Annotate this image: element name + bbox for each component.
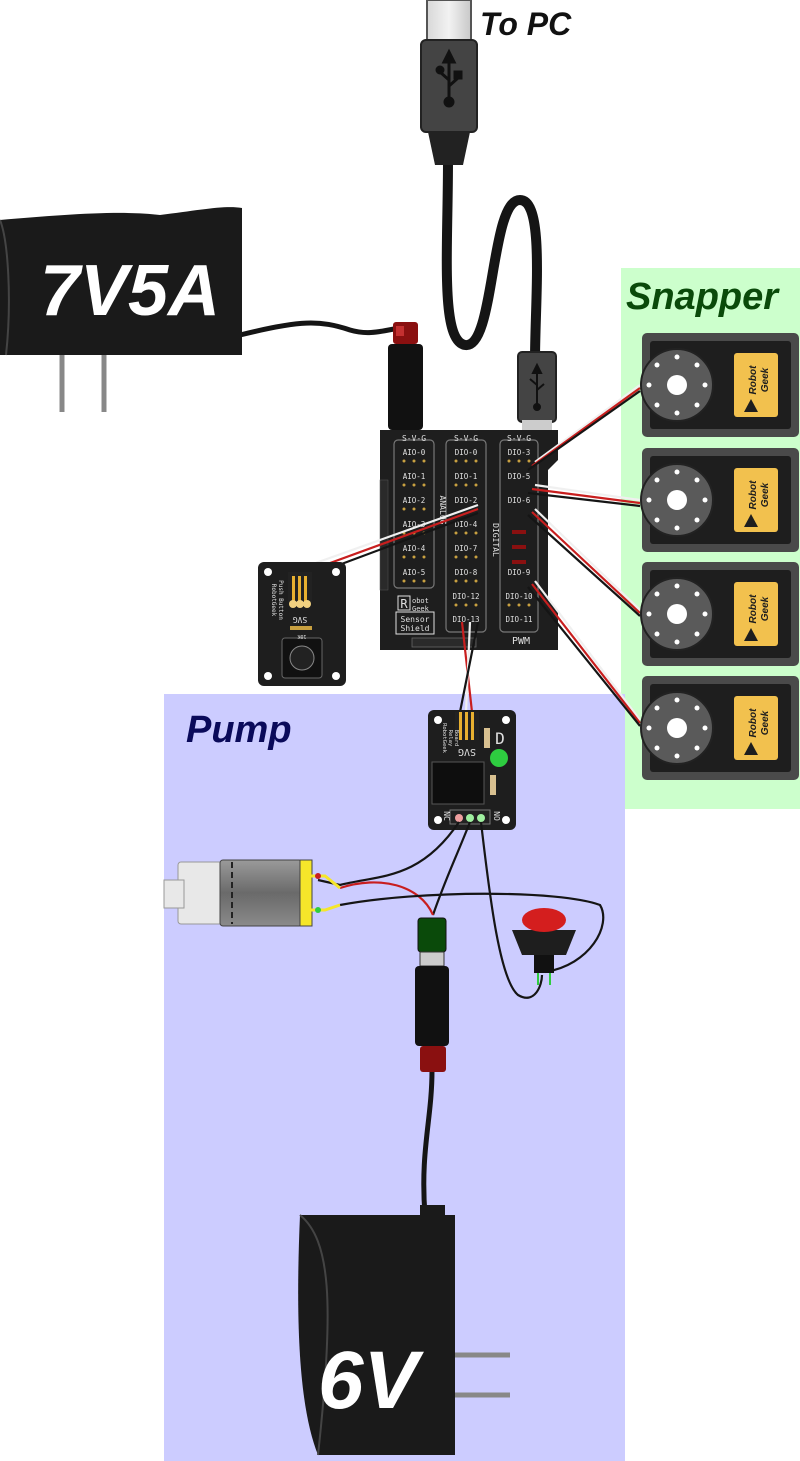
servo-badge-3-geek: Geek [760, 596, 771, 621]
relay-board-title-3: Board [453, 730, 459, 747]
shield-name-box [395, 611, 435, 635]
relay-signal-wires [458, 621, 480, 713]
digital-pin-label: DIO-4 [455, 520, 478, 529]
relay-board-d: D [495, 729, 505, 748]
psu-main-label: 7V5A [40, 251, 220, 331]
digital-pin-label: DIO-8 [455, 568, 478, 577]
usb-icon-small [529, 362, 545, 411]
robotgeek-logo: R obot Geek [397, 595, 430, 613]
analog-pin-labels: AIO-0 AIO-1 AIO-2 AIO-3 AIO-4 AIO-5 [403, 448, 426, 577]
shield-header-digital-b: S-V-G [507, 434, 531, 443]
button-board-svg: SVG [293, 615, 308, 624]
usb-icon [435, 48, 463, 108]
analog-side-label: ANALOG [438, 496, 447, 525]
digital-pin-label: DIO-1 [455, 472, 478, 481]
servo-badge-4-geek: Geek [760, 710, 771, 735]
digital-pin-label: DIO-10 [505, 592, 533, 601]
relay-board [428, 710, 516, 830]
servo-horn-holes [646, 354, 708, 759]
servo-badge-2-robot: Robot [748, 480, 759, 510]
pump-power-cable [421, 1069, 435, 1216]
shield-name-2: Shield [401, 624, 430, 633]
analog-pin-label: AIO-2 [403, 496, 426, 505]
analog-pin-label: AIO-3 [403, 520, 426, 529]
digital-pin-label: DIO-13 [452, 615, 479, 624]
button-board-resistor: 10K [297, 633, 306, 639]
servo-badge-1-geek: Geek [760, 367, 771, 392]
digital-side-label: DIGITAL [491, 523, 500, 557]
servo-badge-2-geek: Geek [760, 482, 771, 507]
shield-header-digital-a: S-V-G [454, 434, 478, 443]
digital-pin-label: DIO-9 [508, 568, 531, 577]
digital-pin-label: DIO-5 [508, 472, 531, 481]
logo-text-2: Geek [412, 605, 430, 613]
relay-board-nc: NC [442, 811, 451, 821]
servo-4 [640, 676, 799, 780]
shield-header-analog: S-V-G [402, 434, 426, 443]
analog-pin-label: AIO-4 [403, 544, 426, 553]
logo-r: R [400, 597, 408, 611]
pump-label: Pump [186, 709, 292, 751]
power-supply-6v [298, 1205, 510, 1456]
servo-badge-3-robot: Robot [748, 594, 759, 624]
servo-wires [527, 384, 641, 727]
servo-3 [640, 562, 799, 666]
servo-badges: Robot Geek Robot Geek Robot Geek Robot G… [748, 365, 771, 738]
digital-pin-labels-a: DIO-0 DIO-1 DIO-2 DIO-4 DIO-7 DIO-8 DIO-… [452, 448, 479, 624]
pwm-label: PWM [512, 636, 530, 647]
shield-name-1: Sensor [401, 615, 430, 624]
analog-pin-label: AIO-1 [403, 472, 426, 481]
usb-cable [441, 155, 542, 365]
relay-board-no: NO [492, 811, 501, 821]
pump-motor [163, 859, 341, 927]
relay-board-title-2: Relay [447, 730, 453, 747]
digital-pin-label: DIO-2 [455, 496, 478, 505]
relay-board-title-1: RobotGeek [441, 723, 447, 753]
button-board-title-1: RobotGeek [270, 584, 277, 617]
logo-text-1: obot [412, 597, 429, 605]
power-supply-7v5a [0, 207, 242, 412]
push-button-board [258, 562, 346, 686]
servo-2 [640, 448, 799, 552]
button-board-title-2: Push Button [277, 580, 284, 620]
servo-badge-1-robot: Robot [748, 365, 759, 395]
servo-1 [640, 333, 799, 437]
barrel-plug-pump [415, 966, 449, 1072]
snapper-label: Snapper [626, 276, 780, 318]
main-power-cable [239, 320, 401, 338]
pwm-jumpers [512, 530, 526, 564]
digital-pin-label: DIO-12 [452, 592, 479, 601]
warning-icons [744, 399, 758, 755]
barrel-jack-pump [417, 917, 447, 967]
servo-badge-4-robot: Robot [748, 708, 759, 738]
digital-pin-label: DIO-0 [455, 448, 478, 457]
barrel-plug-main [388, 322, 423, 430]
analog-pin-label: AIO-5 [403, 568, 426, 577]
analog-pin-label: AIO-0 [403, 448, 426, 457]
pump-wires [317, 821, 605, 999]
relay-board-svg: SVG [458, 746, 476, 757]
to-pc-label: To PC [480, 6, 572, 42]
red-push-button [512, 908, 576, 985]
digital-pin-labels-b: DIO-3 DIO-5 DIO-6 DIO-9 DIO-10 DIO-11 [505, 448, 533, 624]
psu-pump-label: 6V [318, 1335, 425, 1426]
digital-pin-label: DIO-7 [455, 544, 478, 553]
digital-pin-label: DIO-11 [505, 615, 532, 624]
digital-pin-label: DIO-3 [508, 448, 531, 457]
digital-pin-label: DIO-6 [508, 496, 531, 505]
